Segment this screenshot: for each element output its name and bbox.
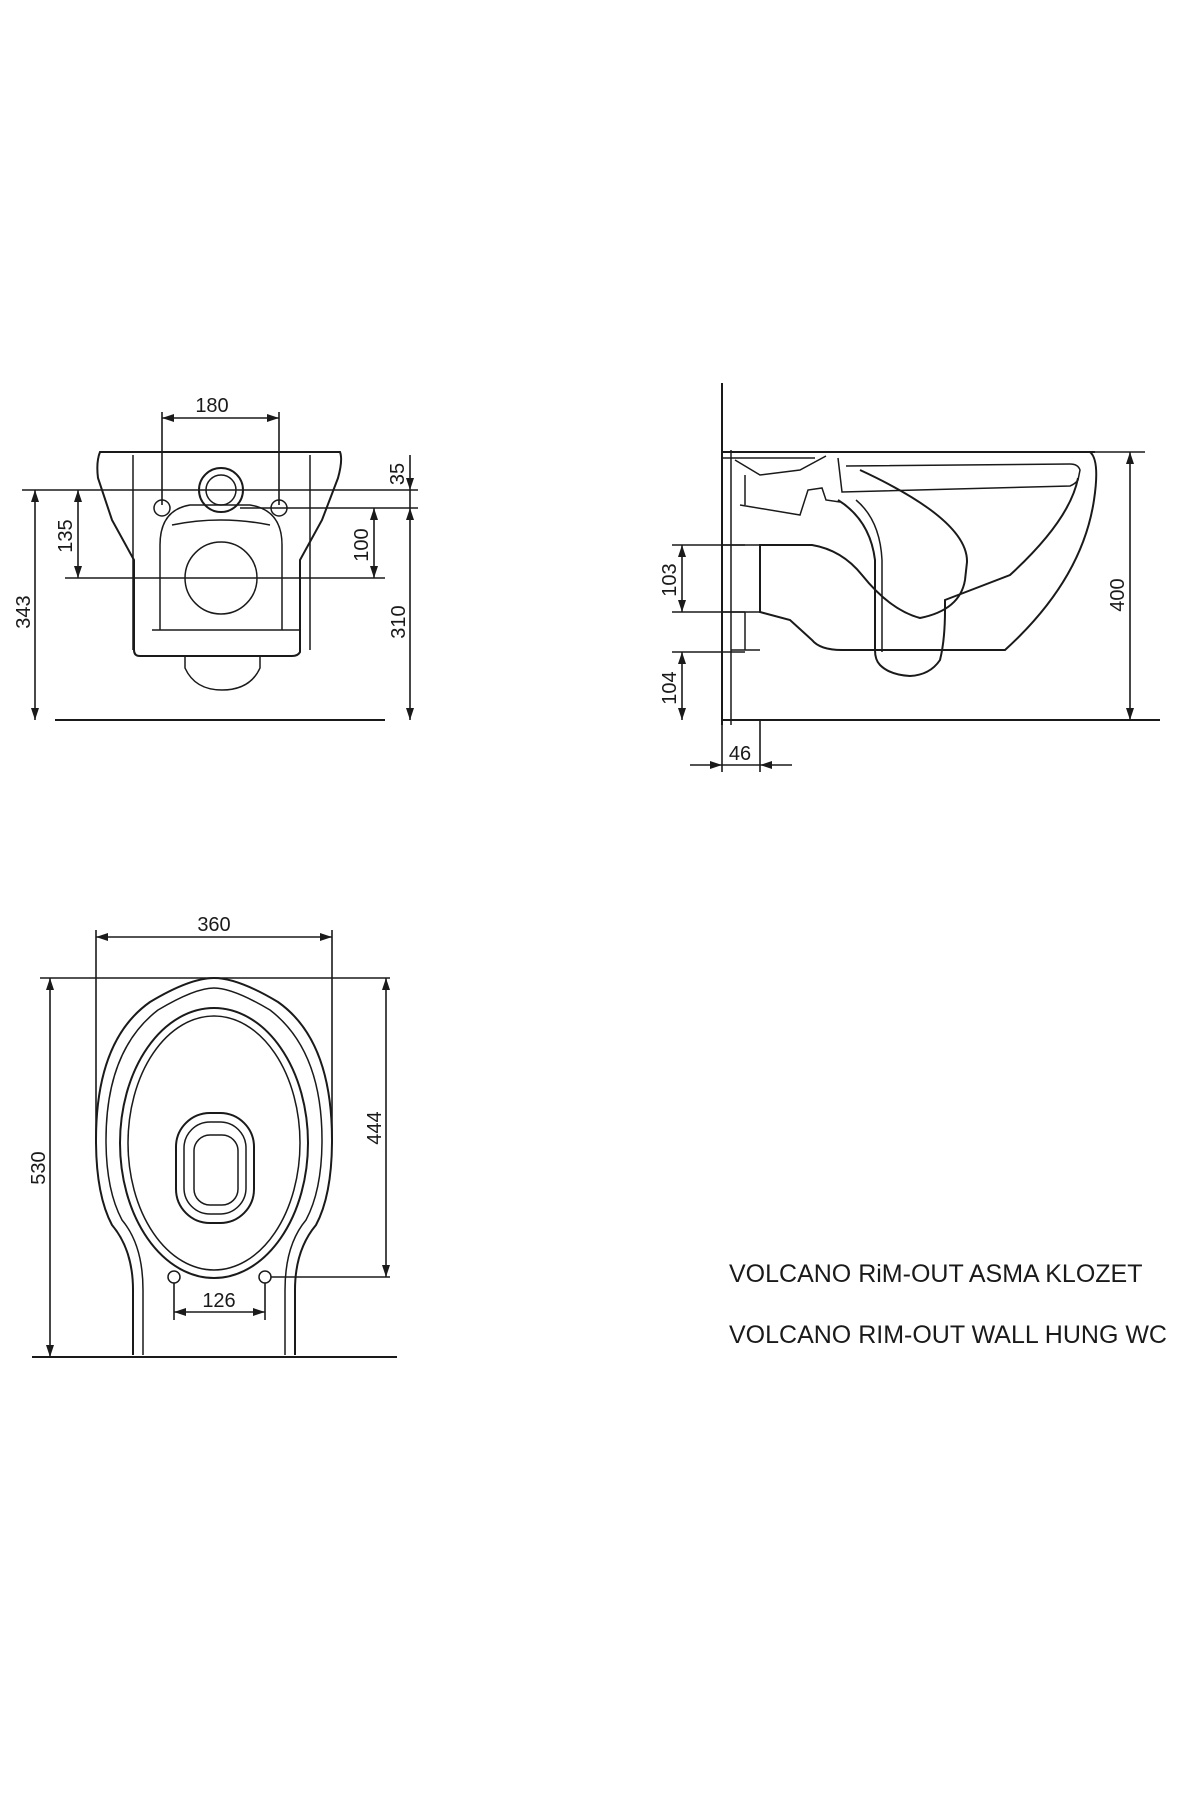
dim-343: 343 bbox=[13, 595, 35, 628]
side-view: 103 104 46 400 bbox=[659, 383, 1160, 772]
dim-46: 46 bbox=[729, 743, 751, 765]
dim-104: 104 bbox=[659, 671, 681, 704]
caption-line-2: VOLCANO RIM-OUT WALL HUNG WC bbox=[729, 1321, 1167, 1349]
dim-310: 310 bbox=[388, 605, 410, 638]
side-outer-body bbox=[759, 451, 1098, 651]
dim-103: 103 bbox=[659, 563, 681, 596]
dim-35: 35 bbox=[387, 463, 409, 485]
front-lower-bowl bbox=[184, 656, 261, 691]
top-view: 360 530 444 126 bbox=[28, 914, 397, 1358]
top-drain bbox=[175, 1112, 255, 1224]
dim-360: 360 bbox=[197, 914, 230, 936]
dim-126: 126 bbox=[202, 1290, 235, 1312]
front-view: 180 343 135 100 35 310 bbox=[13, 395, 418, 721]
dim-400: 400 bbox=[1107, 578, 1129, 611]
dim-180: 180 bbox=[195, 395, 228, 417]
top-bowl-rim bbox=[119, 1007, 309, 1279]
front-body-outline bbox=[96, 451, 343, 657]
dim-444: 444 bbox=[364, 1111, 386, 1144]
dim-135: 135 bbox=[55, 519, 77, 552]
dim-100: 100 bbox=[351, 528, 373, 561]
side-inner-bowl bbox=[837, 477, 1079, 678]
caption-line-1: VOLCANO RiM-OUT ASMA KLOZET bbox=[729, 1260, 1143, 1288]
dim-530: 530 bbox=[28, 1151, 50, 1184]
